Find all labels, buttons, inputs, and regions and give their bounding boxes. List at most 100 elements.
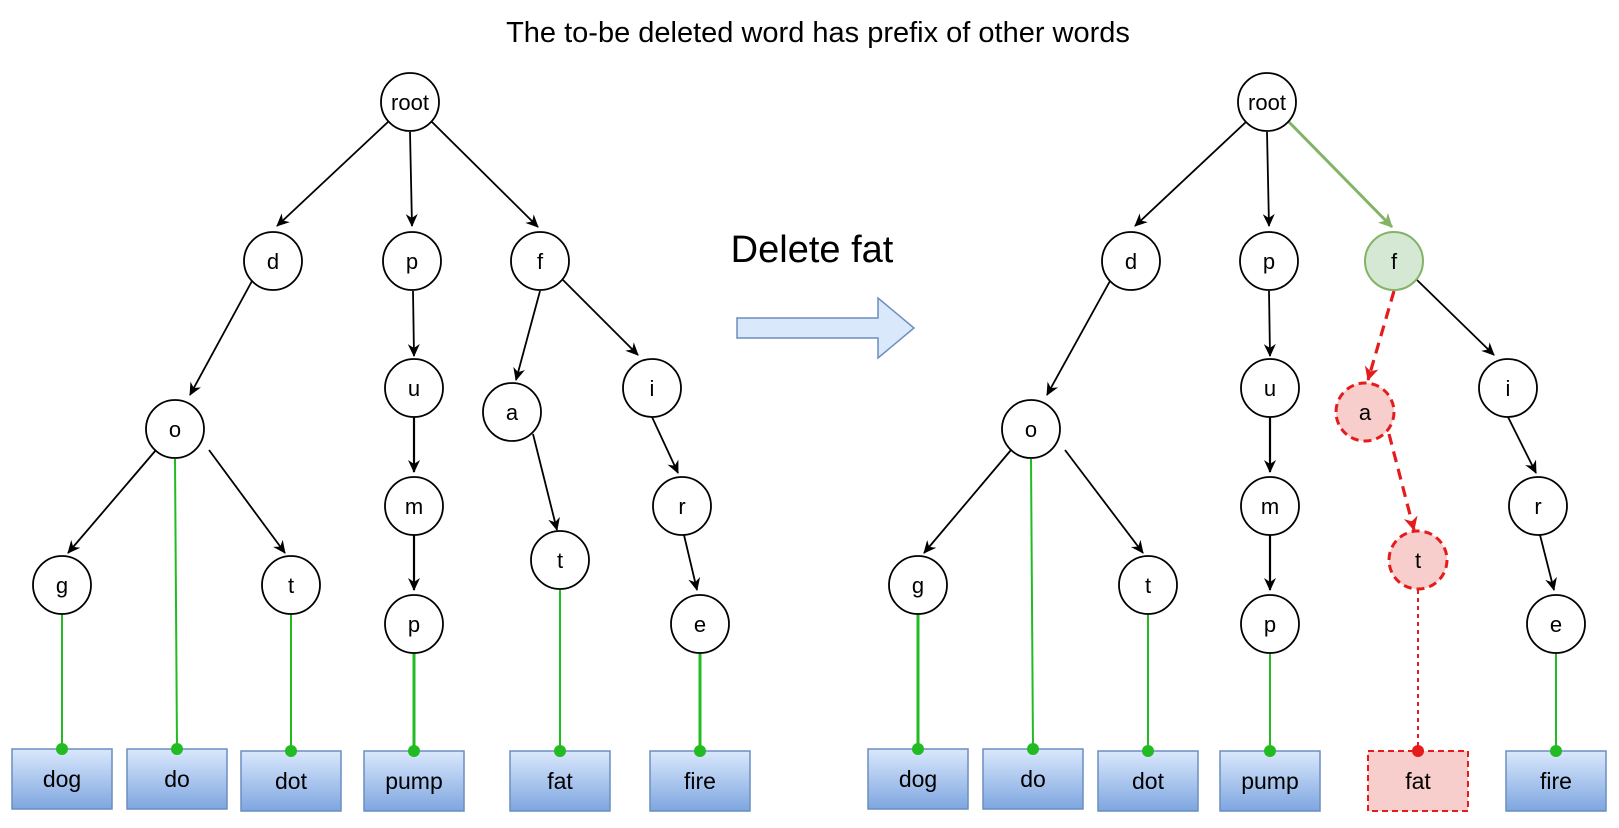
node-label: root (1248, 90, 1286, 115)
node-label: d (1125, 249, 1137, 274)
trie-node: a (482, 382, 542, 442)
node-label: do (164, 766, 190, 792)
edge (208, 449, 286, 554)
node-label: i (1506, 376, 1511, 401)
edge (1046, 280, 1111, 396)
diagram-title: The to-be deleted word has prefix of oth… (506, 17, 1130, 49)
node-label: a (1359, 400, 1372, 425)
node-label: dot (1132, 768, 1165, 794)
node-label: t (1415, 548, 1421, 573)
node-label: m (1261, 494, 1279, 519)
edge (276, 120, 390, 227)
word-leaf: do (126, 743, 228, 810)
node-label: pump (385, 768, 443, 794)
word-leaf: fire (1505, 745, 1607, 812)
edge (67, 449, 157, 554)
node-label: pump (1241, 768, 1299, 794)
trie-after: root d o g t p u m p f a t i r e dog do … (867, 72, 1607, 812)
node-label: u (408, 376, 420, 401)
deleted-node: t (1387, 529, 1449, 591)
trie-node: g (32, 555, 92, 615)
trie-before: root d o g t p u m p f a t i r e dog do … (11, 72, 751, 812)
edge (1134, 120, 1248, 227)
node-label: p (406, 249, 418, 274)
word-leaf: dog (11, 743, 113, 810)
trie-node: o (1001, 399, 1061, 459)
leaves-after: dog do dot pump fat fire (867, 743, 1607, 812)
node-label: fat (1405, 768, 1431, 794)
trie-node: t (1118, 555, 1178, 615)
node-label: r (678, 494, 685, 519)
word-leaf: pump (363, 745, 465, 812)
node-label: dot (275, 768, 308, 794)
trie-node: t (530, 530, 590, 590)
trie-node: u (1240, 358, 1300, 418)
edge (407, 290, 420, 357)
edge (189, 280, 253, 396)
trie-node: r (1508, 476, 1568, 536)
highlighted-edge (1286, 119, 1394, 229)
node-label: t (288, 573, 294, 598)
edge (562, 279, 639, 356)
edge (1262, 131, 1275, 227)
trie-node: u (384, 358, 444, 418)
node-label: fire (1540, 768, 1572, 794)
trie-node: o (145, 399, 205, 459)
node-label: e (694, 612, 706, 637)
leaf-link (174, 458, 178, 750)
trie-node: p (1239, 231, 1299, 291)
node-label: f (1391, 249, 1398, 274)
edge (532, 433, 560, 531)
trie-node: r (652, 476, 712, 536)
node-label: fat (547, 768, 573, 794)
highlighted-node: f (1364, 231, 1424, 291)
trie-node: i (622, 358, 682, 418)
edges-after (923, 119, 1557, 591)
node-label: do (1020, 766, 1046, 792)
action-label: Delete fat (731, 229, 894, 271)
leaf-link (1030, 458, 1034, 750)
node-label: dog (43, 766, 81, 792)
edge (430, 120, 539, 228)
node-label: p (1263, 249, 1275, 274)
trie-node: root (1237, 72, 1297, 132)
trie-node: t (261, 555, 321, 615)
word-leaf: dot (1097, 745, 1199, 812)
edge (683, 534, 701, 591)
node-label: p (408, 612, 420, 637)
deleted-edge (1387, 433, 1418, 531)
trie-node: p (382, 231, 442, 291)
edge (923, 449, 1012, 554)
node-label: fire (684, 768, 716, 794)
node-label: r (1534, 494, 1541, 519)
nodes-after: root d o g t p u m p f a t i r e (888, 72, 1586, 654)
node-label: o (169, 417, 181, 442)
leaf-links-after (916, 458, 1557, 751)
node-label: dog (899, 766, 937, 792)
edge (1064, 449, 1144, 554)
word-leaf: fire (649, 745, 751, 812)
node-label: a (506, 400, 519, 425)
trie-node: d (243, 231, 303, 291)
node-label: g (56, 573, 68, 598)
word-leaf: do (982, 743, 1084, 810)
node-label: f (537, 249, 544, 274)
edge (1416, 279, 1495, 356)
trie-node: d (1101, 231, 1161, 291)
edge (405, 131, 418, 227)
transform-arrow-icon (736, 296, 916, 360)
deleted-edge (1364, 290, 1396, 381)
trie-node: i (1478, 358, 1538, 418)
trie-node: m (1240, 476, 1300, 536)
word-leaf: dog (867, 743, 969, 810)
node-label: e (1550, 612, 1562, 637)
node-label: g (912, 573, 924, 598)
node-label: d (267, 249, 279, 274)
trie-node: p (1240, 594, 1300, 654)
node-label: i (650, 376, 655, 401)
node-label: o (1025, 417, 1037, 442)
node-label: root (391, 90, 429, 115)
leaf-links-before (61, 458, 702, 751)
trie-node: e (670, 594, 730, 654)
edge (513, 290, 541, 381)
